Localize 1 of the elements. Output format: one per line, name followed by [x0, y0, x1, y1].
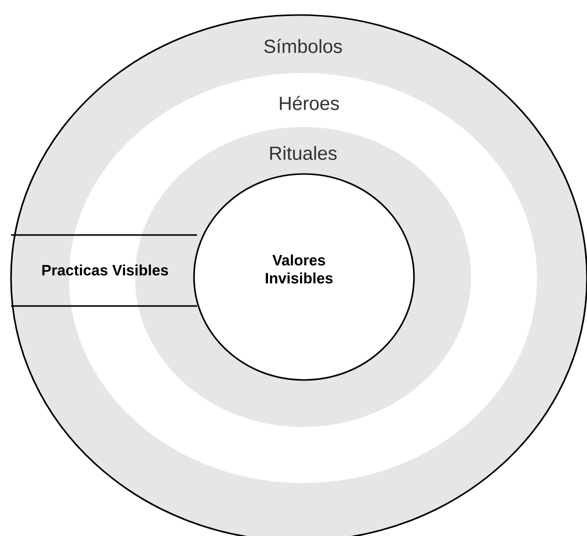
band: Practicas Visibles	[10, 234, 198, 307]
